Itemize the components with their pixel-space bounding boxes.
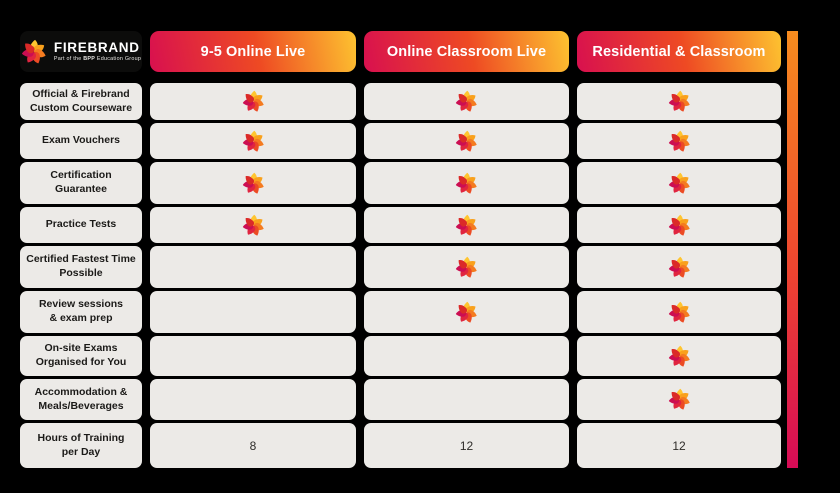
feature-included-cell [150, 207, 356, 243]
brand-name: FIREBRAND [53, 39, 140, 55]
feature-included-cell [364, 246, 569, 288]
feature-included-cell [364, 291, 569, 333]
firebrand-flame-icon [667, 388, 691, 411]
feature-included-cell [577, 336, 781, 376]
value-cell: 12 [364, 423, 569, 468]
feature-included-cell [150, 123, 356, 159]
column-header-online-classroom-live: Online Classroom Live [364, 31, 569, 72]
firebrand-flame-icon [667, 172, 691, 195]
tagline-bpp: BPP [83, 55, 96, 62]
value-cell: 12 [577, 423, 781, 468]
row-label: Certified Fastest Time Possible [20, 246, 142, 288]
firebrand-flame-icon [667, 90, 691, 113]
tagline-prefix: Part of the [53, 55, 82, 62]
feature-included-cell [150, 83, 356, 120]
feature-included-cell [577, 162, 781, 204]
feature-included-cell [577, 83, 781, 120]
firebrand-flame-icon [241, 130, 265, 153]
feature-empty-cell [364, 379, 569, 420]
firebrand-flame-icon [241, 214, 265, 237]
feature-included-cell [577, 207, 781, 243]
row-label: Hours of Training per Day [20, 423, 142, 468]
firebrand-flame-icon [455, 172, 478, 195]
column-header-9-5-online-live: 9-5 Online Live [150, 31, 356, 72]
feature-included-cell [150, 162, 356, 204]
feature-included-cell [577, 123, 781, 159]
feature-included-cell [364, 83, 569, 120]
firebrand-flame-icon [241, 172, 265, 195]
firebrand-flame-icon [667, 214, 691, 237]
firebrand-flame-icon [455, 301, 478, 324]
brand-tagline: Part of the BPP Education Group [53, 55, 142, 62]
firebrand-flame-icon [455, 214, 478, 237]
logo-text: FIREBRAND Part of the BPP Education Grou… [54, 41, 141, 62]
feature-empty-cell [150, 379, 356, 420]
column-header-residential-classroom: Residential & Classroom [577, 31, 781, 72]
row-label: Official & Firebrand Custom Courseware [20, 83, 142, 120]
side-gradient-bar [787, 31, 798, 468]
firebrand-flame-icon [667, 130, 691, 153]
firebrand-flame-icon [667, 301, 691, 324]
row-label: Exam Vouchers [20, 123, 142, 159]
firebrand-flame-icon [667, 345, 691, 368]
header-row: FIREBRAND Part of the BPP Education Grou… [20, 31, 781, 72]
value-cell: 8 [150, 423, 356, 468]
row-label: On-site Exams Organised for You [20, 336, 142, 376]
feature-included-cell [364, 162, 569, 204]
firebrand-flame-icon [667, 256, 691, 279]
feature-included-cell [577, 291, 781, 333]
row-label: Review sessions & exam prep [20, 291, 142, 333]
feature-empty-cell [150, 291, 356, 333]
feature-empty-cell [150, 336, 356, 376]
feature-included-cell [364, 123, 569, 159]
feature-included-cell [577, 379, 781, 420]
firebrand-flame-icon [455, 256, 478, 279]
firebrand-flame-icon [21, 39, 47, 65]
feature-included-cell [364, 207, 569, 243]
firebrand-flame-icon [455, 90, 478, 113]
row-label: Certification Guarantee [20, 162, 142, 204]
row-label: Practice Tests [20, 207, 142, 243]
firebrand-logo: FIREBRAND Part of the BPP Education Grou… [20, 31, 142, 72]
feature-empty-cell [150, 246, 356, 288]
feature-included-cell [577, 246, 781, 288]
row-label: Accommodation & Meals/Beverages [20, 379, 142, 420]
firebrand-flame-icon [455, 130, 478, 153]
firebrand-flame-icon [241, 90, 265, 113]
feature-empty-cell [364, 336, 569, 376]
tagline-suffix: Education Group [96, 55, 142, 62]
